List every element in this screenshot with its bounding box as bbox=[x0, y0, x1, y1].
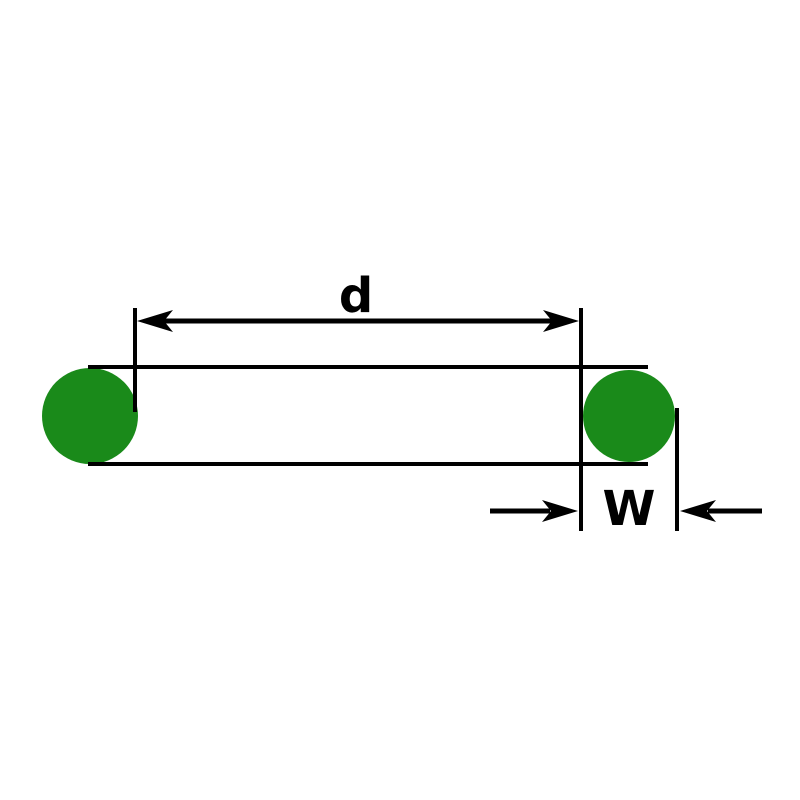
diagram-linework bbox=[88, 308, 762, 531]
oring-cross-section-left bbox=[42, 368, 138, 464]
arrowhead-w-right bbox=[680, 500, 716, 522]
arrowhead-d-right bbox=[543, 310, 579, 332]
arrowhead-d-left bbox=[137, 310, 173, 332]
oring-cross-section-right bbox=[583, 370, 675, 462]
dimension-label-w: W bbox=[603, 481, 656, 537]
dimension-label-d: d bbox=[339, 268, 373, 324]
arrowhead-w-left bbox=[542, 500, 578, 522]
diagram-arrowheads-and-labels: d W bbox=[137, 268, 716, 537]
